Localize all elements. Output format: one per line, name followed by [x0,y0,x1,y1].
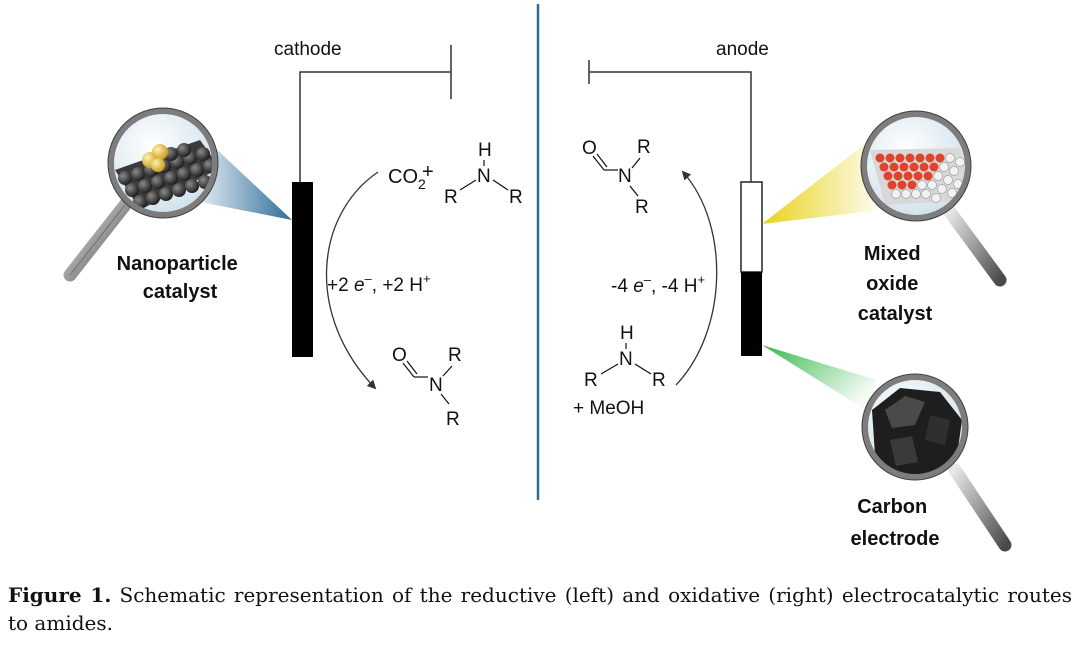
caption-label: Figure 1. [8,583,112,607]
svg-text:CO2: CO2 [388,166,426,192]
cathode-reaction-arrow [325,171,379,390]
nanoparticle-catalyst-label: Nanoparticle catalyst [117,253,244,303]
svg-text:N: N [619,349,633,370]
svg-text:+: + [422,161,434,183]
anode-electrode [740,181,763,356]
svg-text:N: N [618,166,632,187]
svg-text:H: H [620,323,634,344]
anode-reactants: H N R R + MeOH [573,323,666,419]
anode-reaction-arrow [675,170,718,386]
svg-text:R: R [448,345,462,366]
svg-text:R: R [652,370,666,391]
cathode-reactants: CO2 + H N R R [388,140,523,208]
svg-text:O: O [582,138,597,159]
cathode-product-formamide: O N R R [392,345,462,430]
svg-text:N: N [477,166,491,187]
carbon-electrode-label: Carbon electrode [851,496,940,550]
anode-beam [762,140,880,224]
electrocatalysis-schematic: cathode anode [63,4,1012,552]
anode-label: anode [716,39,769,60]
svg-text:R: R [509,187,523,208]
svg-text:R: R [637,137,651,158]
nanoparticle-magnifier-icon [63,107,219,282]
carbon-magnifier-icon [861,373,1012,552]
cathode-electron-transfer: +2 e–, +2 H+ [327,271,431,296]
svg-text:R: R [635,197,649,218]
svg-text:O: O [392,345,407,366]
svg-text:N: N [429,375,443,396]
svg-text:R: R [584,370,598,391]
svg-text:+ MeOH: + MeOH [573,398,644,419]
mixed-oxide-magnifier-icon [860,110,1007,287]
svg-text:H: H [478,140,492,161]
cathode-electrode [292,182,313,357]
mixed-oxide-catalyst-label: Mixed oxide catalyst [858,243,933,325]
anode-electron-transfer: -4 e–, -4 H+ [611,272,705,297]
figure-caption: Figure 1. Schematic representation of th… [8,581,1072,637]
svg-text:R: R [446,409,460,430]
svg-text:R: R [444,187,458,208]
cathode-circuit: cathode [274,39,452,182]
carbon-beam [762,345,876,410]
anode-product-formamide: O N R R [582,137,651,218]
caption-text: Schematic representation of the reductiv… [8,583,1072,635]
anode-circuit: anode [588,39,769,182]
cathode-label: cathode [274,39,342,60]
